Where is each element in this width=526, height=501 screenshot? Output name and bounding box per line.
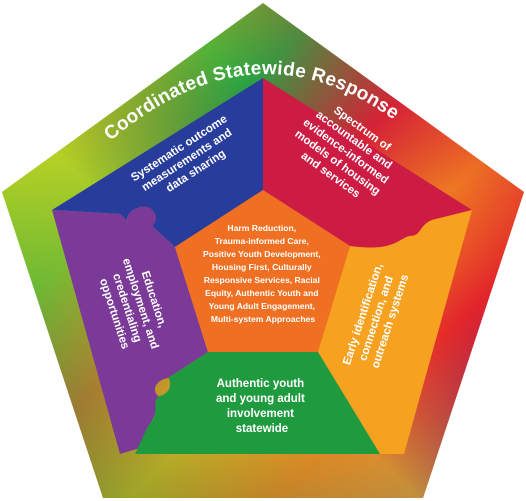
segment-bottom-line: statewide: [236, 423, 288, 435]
center-pentagon: [175, 190, 350, 352]
segment-right: [318, 210, 472, 454]
center-values-text: Harm Reduction, Trauma-informed Care, Po…: [203, 223, 323, 324]
segment-bottom-line: and young adult: [216, 393, 305, 405]
segment-top-right: [263, 78, 472, 256]
center-line: Housing First, Culturally: [212, 262, 312, 272]
segment-bottom-line: Authentic youth: [217, 378, 305, 390]
segment-bottom-text: Authentic youth and young adult involvem…: [216, 378, 308, 435]
segment-left: [52, 206, 208, 454]
center-line: Equity, Authentic Youth and: [205, 288, 318, 298]
center-line: Trauma-informed Care,: [215, 236, 309, 246]
center-line: Positive Youth Development,: [203, 249, 321, 259]
center-line: Young Adult Engagement,: [209, 301, 315, 311]
segment-bottom: [135, 352, 380, 454]
center-line: Harm Reduction,: [227, 223, 296, 233]
center-line: Multi-system Approaches: [211, 314, 315, 324]
center-line: Responsive Services, Racial: [204, 275, 320, 285]
segment-top-left: [52, 78, 263, 247]
segment-bottom-line: involvement: [227, 408, 294, 420]
